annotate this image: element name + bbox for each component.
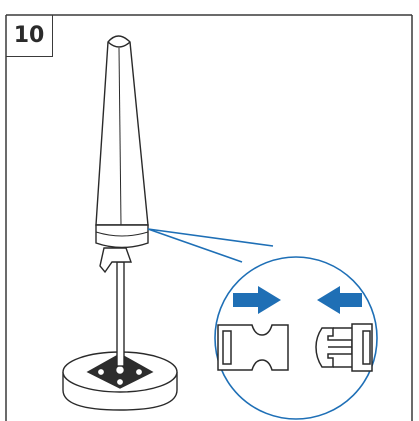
step-number-badge: 10 [6,15,53,57]
zoom-callout-icon [147,228,378,420]
buckle-male-icon [315,323,373,372]
buckle-female-icon [217,324,289,371]
parasol-pole [116,261,125,367]
arrow-right-icon [233,286,281,314]
parasol-base-icon [62,351,178,411]
step-number: 10 [13,23,45,48]
arrow-left-icon [317,286,362,314]
closed-parasol-icon [95,35,149,274]
